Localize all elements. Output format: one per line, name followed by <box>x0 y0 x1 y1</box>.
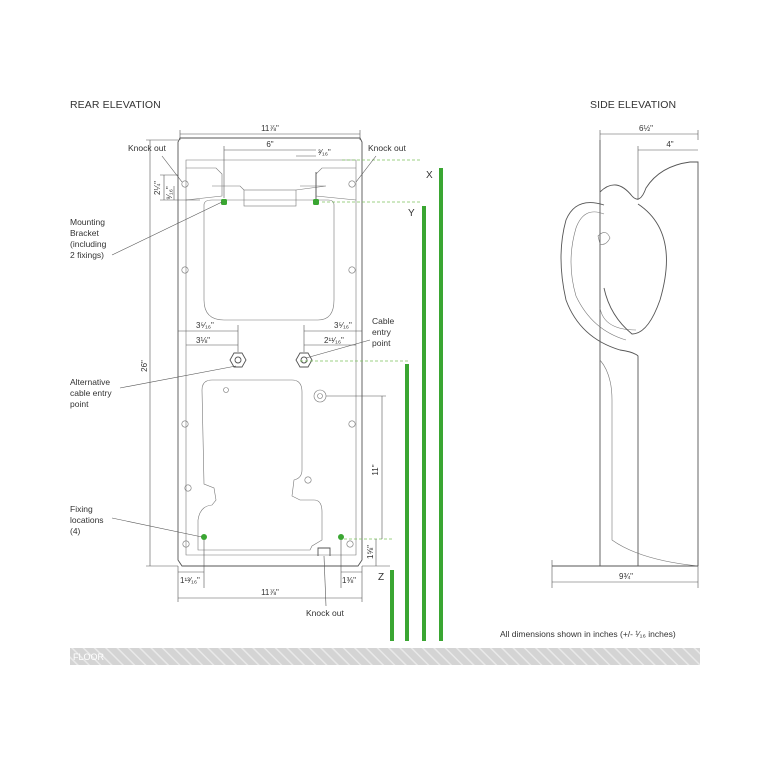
cable-entry-nut-right <box>295 352 313 368</box>
corner-screw-holes <box>181 180 356 548</box>
height-dimension: 26" <box>140 139 178 567</box>
floor-label: FLOOR <box>73 652 105 662</box>
svg-text:Bracket: Bracket <box>70 228 99 238</box>
rear-elevation-drawing <box>177 137 420 567</box>
svg-text:Mounting: Mounting <box>70 217 105 227</box>
dim-side-bottom: 9¾" <box>619 572 633 581</box>
dim-top-width: 11⅞" <box>261 124 279 133</box>
label-knock-out-right: Knock out <box>368 143 406 153</box>
dim-bottom-right: 1⅜" <box>342 576 356 585</box>
svg-text:(4): (4) <box>70 526 81 536</box>
bracket-top-edge <box>212 185 327 191</box>
dim-right-3-5-16: 3⁵⁄₁₆" <box>334 321 352 330</box>
alt-cable-entry-hole <box>313 389 327 403</box>
label-alt-cable-entry: Alternative cable entry point <box>70 377 112 409</box>
side-elevation-drawing: 6½" 4" 9¾" <box>551 124 699 588</box>
rear-outer-outline <box>177 137 363 567</box>
fixing-dots <box>201 199 344 540</box>
dim-height-11: 11" <box>371 464 380 475</box>
label-mounting-bracket: Mounting Bracket (including 2 fixings) <box>70 217 107 260</box>
dim-top-small: ³⁄₁₆" <box>318 148 331 157</box>
marker-x: X <box>426 170 433 181</box>
side-elevation-heading: SIDE ELEVATION <box>590 99 676 111</box>
middle-dimensions: 3⁵⁄₁₆" 3⅛" 3⁵⁄₁₆" 2¹¹⁄₁₆" <box>178 321 362 352</box>
svg-text:Fixing: Fixing <box>70 504 93 514</box>
dim-top-six: 6" <box>266 140 273 149</box>
label-cable-entry: Cable entry point <box>372 316 394 348</box>
dim-small-1-5-8: 1⅝" <box>366 545 375 559</box>
svg-text:Cable: Cable <box>372 316 394 326</box>
dim-bottom-width: 11⅞" <box>261 588 279 597</box>
right-dimensions: 11" 1⅝" <box>326 395 390 567</box>
upper-cutout <box>203 199 335 321</box>
label-fixing-locations: Fixing locations (4) <box>70 504 104 536</box>
svg-text:point: point <box>70 399 89 409</box>
bottom-dimensions: 1¹³⁄₁₆" 1⅜" 11⅞" <box>177 540 363 602</box>
label-knock-out-left: Knock out <box>128 143 166 153</box>
floor-band <box>70 648 700 665</box>
bottom-knock-out-notch <box>317 547 331 556</box>
dim-left-3-1-8: 3⅛" <box>196 336 210 345</box>
dim-left-3-5-16: 3⁵⁄₁₆" <box>196 321 214 330</box>
lower-cutout <box>197 379 323 551</box>
svg-text:(including: (including <box>70 239 107 249</box>
dim-left-top-1: 2¼" <box>153 181 162 195</box>
svg-text:2 fixings): 2 fixings) <box>70 250 104 260</box>
cable-entry-nut-left <box>229 352 247 368</box>
dim-side-4: 4" <box>666 140 673 149</box>
marker-y: Y <box>408 208 415 219</box>
bracket-right-arm <box>315 167 357 201</box>
left-top-dimensions: 2¼" ⁹⁄₁₆" <box>153 174 200 201</box>
dim-right-2-11-16: 2¹¹⁄₁₆" <box>324 336 344 345</box>
height-markers: X Y Z <box>378 168 443 641</box>
svg-text:Alternative: Alternative <box>70 377 110 387</box>
svg-text:entry: entry <box>372 327 392 337</box>
svg-text:cable entry: cable entry <box>70 388 112 398</box>
rear-elevation-heading: REAR ELEVATION <box>70 99 161 111</box>
svg-text:point: point <box>372 338 391 348</box>
mounting-bracket-plate <box>243 189 297 207</box>
top-dimensions: 11⅞" 6" ³⁄₁₆" <box>179 124 361 198</box>
bracket-left-arm <box>185 167 223 201</box>
callout-leaders <box>111 155 377 607</box>
dim-left-top-2: ⁹⁄₁₆" <box>165 186 174 200</box>
dim-bottom-left: 1¹³⁄₁₆" <box>180 576 200 585</box>
dimensions-note: All dimensions shown in inches (+/- ¹⁄₁₆… <box>500 629 676 639</box>
label-knock-out-bottom: Knock out <box>306 608 344 618</box>
svg-text:locations: locations <box>70 515 104 525</box>
dim-height-26: 26" <box>140 360 149 372</box>
dim-side-top: 6½" <box>639 124 653 133</box>
rear-inner-frame <box>185 159 357 556</box>
marker-z: Z <box>378 572 384 583</box>
